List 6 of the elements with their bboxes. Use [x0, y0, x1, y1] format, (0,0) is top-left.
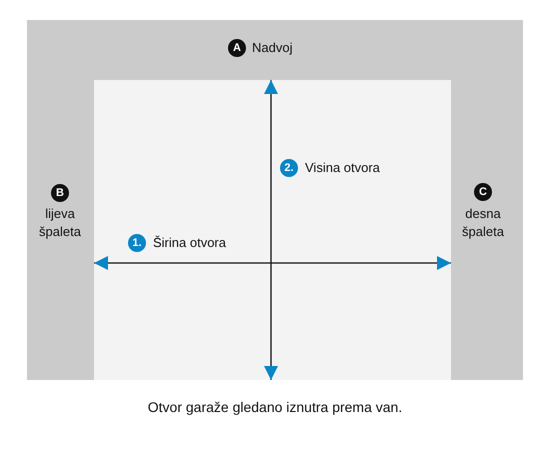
wall-label: lijeva špaleta [38, 205, 82, 241]
dimension-label: Visina otvora [305, 159, 380, 177]
caption: Otvor garaže gledano iznutra prema van. [148, 399, 402, 415]
wall-label: Nadvoj [252, 39, 292, 57]
wall-label: desna špaleta [461, 205, 505, 241]
dimension-label: Širina otvora [153, 234, 226, 252]
